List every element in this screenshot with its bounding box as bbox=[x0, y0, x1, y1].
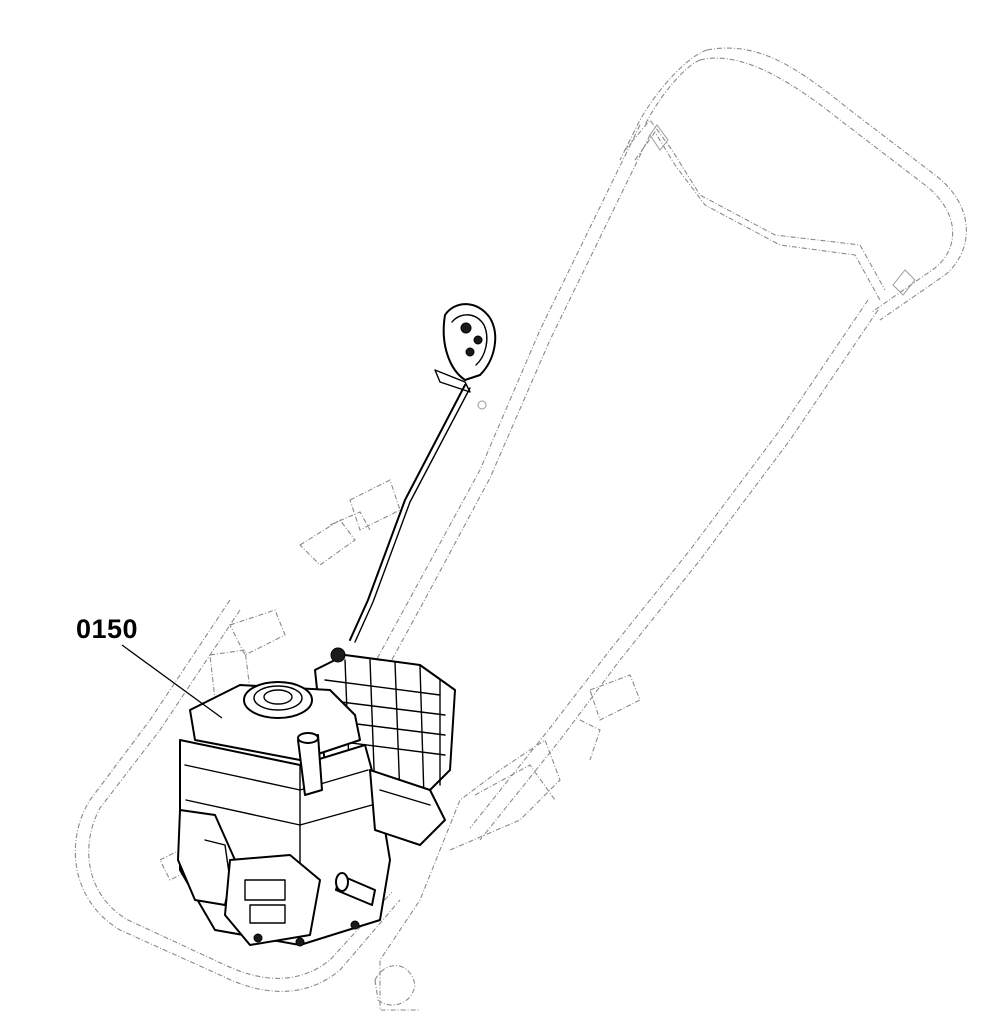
throttle-cable bbox=[349, 384, 471, 643]
mower-frame-ghost bbox=[74, 47, 967, 1011]
engine-assembly bbox=[177, 647, 456, 947]
callout-label-0150: 0150 bbox=[76, 614, 139, 644]
throttle-lever bbox=[434, 303, 497, 410]
callout-leader bbox=[121, 644, 223, 719]
